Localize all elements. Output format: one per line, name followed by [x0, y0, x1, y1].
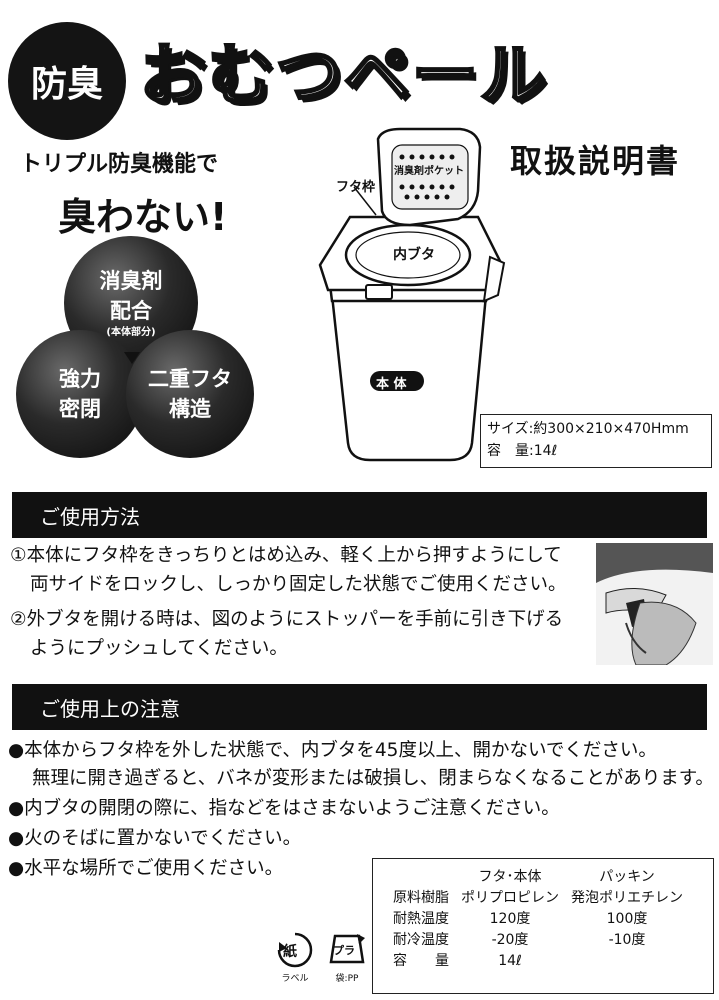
badge: 防臭	[8, 22, 126, 140]
row-label: 耐熱温度	[393, 911, 449, 927]
paper-caption: ラベル	[281, 974, 309, 984]
plastic-recycle-mark: プラ 袋:PP	[324, 932, 370, 984]
feature-ball-double-lid: 二重フタ 構造	[126, 330, 254, 458]
body-label: 本 体	[376, 377, 407, 392]
tagline-line2: 臭わない!	[58, 195, 228, 239]
caution-item1-line1: ●本体からフタ枠を外した状態で、内ブタを45度以上、開かないでください。	[8, 740, 657, 761]
pocket-label: 消臭剤ポケット	[394, 166, 464, 177]
table-cell: 100度	[606, 911, 648, 927]
caution-item3: ●火のそばに置かないでください。	[8, 828, 302, 849]
spec-capacity: 容 量:14ℓ	[487, 443, 558, 459]
feature-line1: 二重フタ	[148, 367, 232, 391]
row-label: 原料樹脂	[393, 890, 449, 906]
feature-ball-seal: 強力 密閉	[16, 330, 144, 458]
frame-label: フタ枠	[336, 180, 376, 195]
usage-step2-line1: ②外ブタを開ける時は、図のようにストッパーを手前に引き下げる	[10, 609, 564, 630]
table-row: 容 量 14ℓ	[387, 951, 689, 972]
spec-box: サイズ:約300×210×470Hmm 容 量:14ℓ	[480, 414, 712, 468]
caution-item1-line2: 無理に開き過ぎると、バネが変形または破損し、閉まらなくなることがあります。	[32, 768, 714, 789]
caution-item2: ●内ブタの開閉の際に、指などをはさまないようご注意ください。	[8, 798, 560, 819]
table-cell: 14ℓ	[498, 953, 522, 969]
usage-heading: ご使用方法	[12, 492, 707, 538]
table-cell: 発泡ポリエチレン	[571, 890, 683, 906]
recycle-icon	[277, 932, 313, 968]
row-label: 容 量	[393, 953, 449, 969]
table-cell: -20度	[491, 932, 529, 948]
tagline-line1: トリプル防臭機能で	[20, 152, 219, 177]
table-row: フタ･本体 パッキン	[387, 867, 689, 888]
stopper-photo	[596, 543, 713, 665]
cautions-heading: ご使用上の注意	[12, 684, 707, 730]
feature-line2: 構造	[169, 397, 211, 421]
paper-recycle-mark: 紙 ラベル	[272, 932, 318, 984]
table-cell: 120度	[489, 911, 531, 927]
feature-line1: 消臭剤	[99, 269, 163, 293]
feature-note: (本体部分)	[106, 327, 156, 338]
feature-line2: 配合	[110, 299, 152, 323]
feature-line1: 強力	[59, 367, 101, 391]
plastic-mark-text: プラ	[333, 944, 355, 957]
caution-item4: ●水平な場所でご使用ください。	[8, 858, 284, 879]
recycle-icon	[329, 934, 365, 964]
column-header: フタ･本体	[478, 869, 542, 885]
materials-table: フタ･本体 パッキン 原料樹脂 ポリプロピレン 発泡ポリエチレン 耐熱温度 12…	[372, 858, 714, 994]
feature-line2: 密閉	[59, 397, 101, 421]
plastic-caption: 袋:PP	[335, 974, 359, 984]
product-title: おむつペール	[139, 36, 548, 116]
manual-title: 取扱説明書	[510, 142, 681, 180]
column-header: パッキン	[599, 869, 655, 885]
product-diagram	[318, 127, 506, 462]
triangle-icon	[124, 352, 140, 364]
table-cell	[565, 951, 689, 972]
paper-mark-text: 紙	[283, 944, 297, 960]
inner-lid-label: 内ブタ	[393, 247, 435, 263]
table-row: 原料樹脂 ポリプロピレン 発泡ポリエチレン	[387, 888, 689, 909]
usage-step1-line1: ①本体にフタ枠をきっちりとはめ込み、軽く上から押すようにして	[10, 545, 562, 566]
usage-step1-line2: 両サイドをロックし、しっかり固定した状態でご使用ください。	[30, 574, 567, 595]
table-cell: ポリプロピレン	[461, 890, 559, 906]
spec-size: サイズ:約300×210×470Hmm	[487, 421, 689, 437]
row-label: 耐冷温度	[393, 932, 449, 948]
table-cell: -10度	[608, 932, 646, 948]
table-row: 耐熱温度 120度 100度	[387, 909, 689, 930]
usage-step2-line2: ようにプッシュしてください。	[30, 638, 288, 659]
table-row: 耐冷温度 -20度 -10度	[387, 930, 689, 951]
